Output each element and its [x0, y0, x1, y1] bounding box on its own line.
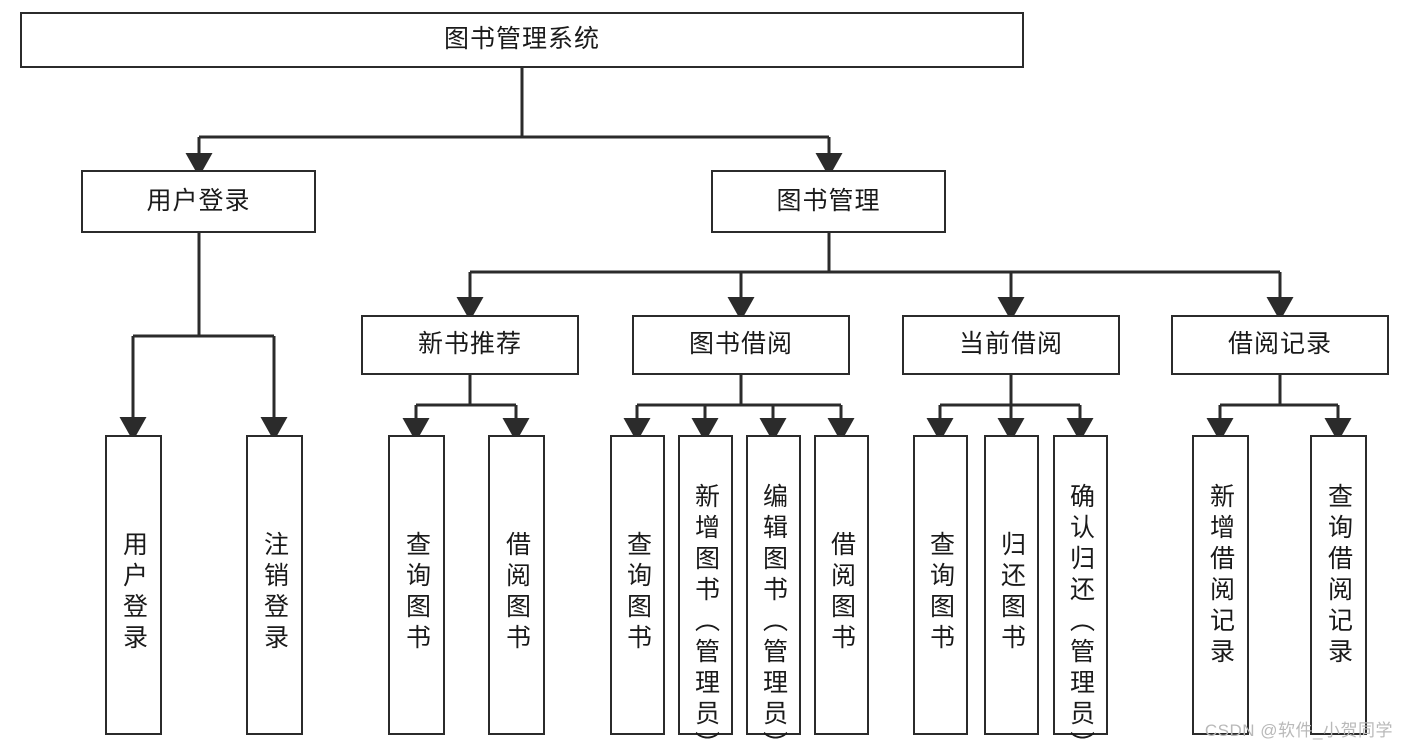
node-label: 用户登录	[146, 186, 251, 215]
node-book-manage[interactable]: 图书管理	[711, 170, 946, 233]
leaf-borrow-book[interactable]: 借阅图书	[814, 435, 869, 735]
leaf-label: 确认归还（管理员）	[1066, 483, 1095, 747]
leaf-query-borrow-record[interactable]: 查询借阅记录	[1310, 435, 1367, 735]
leaf-query-book-borrow[interactable]: 查询图书	[610, 435, 665, 735]
leaf-label: 注销登录	[260, 531, 289, 655]
leaf-label: 归还图书	[997, 531, 1026, 655]
leaf-label: 查询借阅记录	[1324, 483, 1353, 669]
connectors-userlogin-to-leaves	[119, 233, 288, 441]
connectors-borrowrecord-to-leaves	[1206, 375, 1352, 442]
node-borrow-record[interactable]: 借阅记录	[1171, 315, 1389, 375]
node-label: 当前借阅	[958, 330, 1063, 359]
node-label: 图书管理系统	[443, 25, 600, 54]
connectors-currentborrow-to-leaves	[926, 375, 1094, 442]
leaf-label: 新增图书（管理员）	[691, 483, 720, 747]
leaf-label: 新增借阅记录	[1206, 483, 1235, 669]
leaf-label: 查询图书	[926, 531, 955, 655]
leaf-query-book-recommend[interactable]: 查询图书	[388, 435, 445, 735]
connectors-bookmanage-to-level3	[456, 233, 1294, 321]
connectors-root-to-level2	[185, 68, 843, 177]
leaf-return-book[interactable]: 归还图书	[984, 435, 1039, 735]
leaf-borrow-book-recommend[interactable]: 借阅图书	[488, 435, 545, 735]
leaf-add-borrow-record[interactable]: 新增借阅记录	[1192, 435, 1249, 735]
leaf-label: 借阅图书	[502, 531, 531, 655]
csdn-watermark: CSDN @软件_小贺同学	[1204, 721, 1393, 740]
node-label: 图书管理	[776, 186, 881, 215]
leaf-user-login[interactable]: 用户登录	[105, 435, 162, 735]
leaf-confirm-return-admin[interactable]: 确认归还（管理员）	[1053, 435, 1108, 747]
leaf-logout[interactable]: 注销登录	[246, 435, 303, 735]
leaf-label: 查询图书	[402, 531, 431, 655]
node-user-login[interactable]: 用户登录	[81, 170, 316, 233]
node-book-borrow[interactable]: 图书借阅	[632, 315, 850, 375]
connectors-bookborrow-to-leaves	[623, 375, 855, 442]
node-label: 新书推荐	[417, 330, 522, 359]
leaf-edit-book-admin[interactable]: 编辑图书（管理员）	[746, 435, 801, 747]
leaf-query-book-current[interactable]: 查询图书	[913, 435, 968, 735]
leaf-add-book-admin[interactable]: 新增图书（管理员）	[678, 435, 733, 747]
connectors-newbookrec-to-leaves	[402, 375, 530, 442]
leaf-label: 编辑图书（管理员）	[759, 483, 788, 747]
leaf-label: 借阅图书	[827, 531, 856, 655]
leaf-label: 查询图书	[623, 531, 652, 655]
leaf-label: 用户登录	[119, 531, 148, 655]
node-root-system[interactable]: 图书管理系统	[20, 12, 1024, 68]
node-new-book-recommend[interactable]: 新书推荐	[361, 315, 579, 375]
node-label: 借阅记录	[1227, 330, 1332, 359]
node-label: 图书借阅	[688, 330, 793, 359]
node-current-borrow[interactable]: 当前借阅	[902, 315, 1120, 375]
